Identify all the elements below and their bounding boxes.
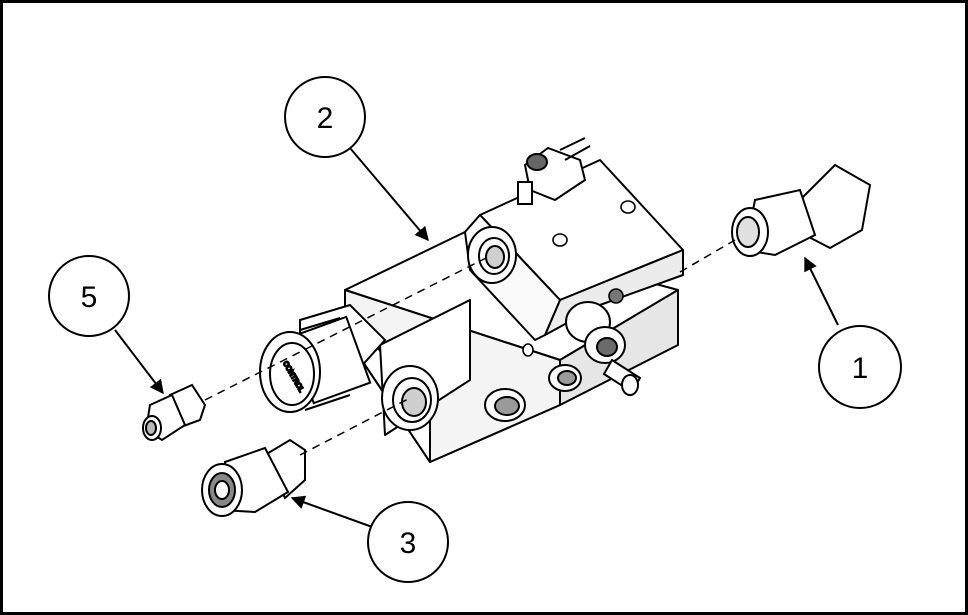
plug-side — [548, 364, 582, 392]
cartridge-valve: CONTROL — [259, 303, 387, 413]
fitting-1 — [731, 163, 872, 257]
leader-3 — [290, 495, 376, 529]
port-upper — [467, 226, 517, 284]
callout-circle — [367, 501, 449, 583]
fitting-3 — [201, 438, 306, 517]
callout-label: 1 — [852, 352, 869, 385]
callout-1: 1 — [818, 325, 902, 409]
top-adjuster — [517, 137, 591, 205]
callout-circle — [284, 76, 366, 158]
leader-5 — [114, 329, 164, 395]
callout-leaders — [114, 147, 839, 529]
leader-2 — [349, 147, 429, 242]
plug-front — [484, 388, 526, 422]
callout-3: 3 — [367, 501, 449, 583]
callout-label: 3 — [400, 527, 417, 560]
leader-1 — [804, 256, 839, 326]
callout-2: 2 — [284, 76, 366, 158]
assembly-lines — [204, 239, 736, 456]
solenoid-valve — [565, 301, 642, 396]
callout-circle — [48, 255, 130, 337]
assembly-line-3 — [299, 397, 411, 456]
assembly-line-1 — [679, 239, 736, 273]
callout-circle — [818, 325, 902, 409]
small-hole — [522, 200, 636, 357]
callout-5: 5 — [48, 255, 130, 337]
assembly-line-5 — [204, 254, 493, 401]
port-lower — [381, 365, 439, 431]
fitting-5 — [142, 383, 207, 442]
callout-label: 5 — [81, 281, 98, 314]
callout-label: 2 — [317, 102, 334, 135]
